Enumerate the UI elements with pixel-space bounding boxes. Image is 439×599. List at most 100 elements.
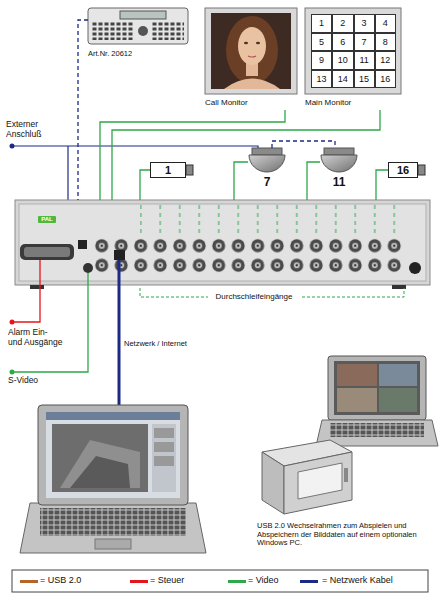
signal-cable bbox=[307, 162, 320, 200]
drive-slot bbox=[298, 463, 342, 499]
node-text: Art.Nr. 20612 bbox=[88, 50, 188, 59]
node-text: 12 bbox=[376, 55, 395, 65]
control-port bbox=[78, 240, 87, 249]
node-text: USB 2.0 Wechselrahmen zum Abspielen und … bbox=[257, 522, 433, 548]
drive-handle bbox=[344, 468, 348, 482]
camera-box: 1 bbox=[150, 162, 186, 178]
legend-text: = USB 2.0 bbox=[40, 575, 81, 585]
portrait-hair bbox=[226, 16, 278, 84]
node-text: 13 bbox=[312, 74, 331, 84]
dome-shell bbox=[249, 155, 285, 172]
keyboard-body bbox=[88, 8, 188, 44]
node-text: 16 bbox=[389, 164, 417, 177]
legend-text: = Steuer bbox=[150, 575, 184, 585]
network-cable bbox=[118, 260, 121, 405]
loop-through-marks bbox=[140, 205, 404, 235]
laptop-screen bbox=[334, 361, 420, 415]
grid-cell: 16 bbox=[375, 70, 396, 89]
legend-swatch bbox=[228, 580, 246, 583]
portrait-shoulders bbox=[224, 79, 280, 90]
node-text: 1 bbox=[151, 164, 185, 177]
monitor-screen bbox=[311, 14, 396, 88]
portrait-eye bbox=[244, 42, 248, 44]
node-text: 10 bbox=[333, 55, 352, 65]
joystick bbox=[138, 26, 148, 36]
dome-mount bbox=[252, 148, 282, 155]
node-text: 2 bbox=[333, 18, 352, 28]
s-video-wire bbox=[12, 273, 88, 372]
grid-cell: 8 bbox=[375, 33, 396, 52]
node-text: 11 bbox=[355, 55, 374, 65]
dome-mount bbox=[324, 148, 354, 155]
control-button bbox=[154, 456, 174, 466]
portrait-mouth bbox=[248, 56, 256, 57]
video-tile bbox=[337, 388, 377, 412]
video-view bbox=[52, 424, 148, 492]
node-text: 5 bbox=[312, 37, 331, 47]
keyboard-keys bbox=[92, 22, 134, 40]
node-text: 7 bbox=[248, 176, 286, 190]
alarm-connector bbox=[20, 244, 74, 260]
grid-cell: 6 bbox=[332, 33, 353, 52]
wire-end bbox=[10, 320, 15, 325]
signal-cable bbox=[376, 170, 388, 200]
window-bar bbox=[46, 412, 180, 420]
dvr-foot bbox=[30, 285, 44, 289]
legend-swatch bbox=[130, 580, 148, 583]
camera-box: 16 bbox=[388, 162, 418, 178]
node-text: 7 bbox=[355, 37, 374, 47]
callout-label: Netzwerk / Internet bbox=[124, 340, 214, 349]
video-tile bbox=[337, 364, 377, 386]
dvr-housing bbox=[15, 200, 430, 285]
laptop-screen bbox=[46, 412, 180, 498]
grid-cell: 10 bbox=[332, 51, 353, 70]
signal-cable bbox=[78, 20, 88, 200]
node-text: PAL bbox=[38, 216, 56, 223]
wire-end bbox=[10, 370, 15, 375]
external-wire bbox=[12, 146, 258, 148]
laptop-keyboard bbox=[40, 508, 186, 536]
node-text: 1 bbox=[312, 18, 331, 28]
grid-cell: 13 bbox=[311, 70, 332, 89]
signal-cable bbox=[272, 141, 335, 148]
signal-cable bbox=[234, 162, 248, 200]
portrait-face bbox=[238, 27, 266, 65]
node-text: Call Monitor bbox=[205, 98, 297, 107]
legend-swatch bbox=[300, 580, 318, 583]
legend-text: = Netzwerk Kabel bbox=[322, 575, 393, 585]
main-monitor: Main Monitor12345678910111213141516 bbox=[305, 8, 401, 110]
rj45-port bbox=[114, 250, 125, 260]
callout-label: S-Video bbox=[8, 376, 52, 386]
grid-cell: 1 bbox=[311, 14, 332, 33]
legend-swatch bbox=[20, 580, 38, 583]
node-text: 9 bbox=[312, 55, 331, 65]
video-scene bbox=[60, 440, 140, 488]
call-monitor: Call Monitor bbox=[205, 8, 297, 110]
signal-cable bbox=[112, 110, 380, 200]
alarm-pins bbox=[24, 247, 70, 257]
node-text: 16 bbox=[376, 74, 395, 84]
dome-shell bbox=[321, 155, 357, 172]
callout-label: Alarm Ein- und Ausgänge bbox=[8, 328, 64, 348]
grid-cell: 7 bbox=[354, 33, 375, 52]
camera-lens bbox=[186, 165, 193, 175]
grid-cell: 5 bbox=[311, 33, 332, 52]
signal-cable bbox=[140, 170, 150, 200]
node-text: 15 bbox=[355, 74, 374, 84]
node-text: 4 bbox=[376, 18, 395, 28]
bnc-connectors bbox=[92, 236, 404, 275]
control-panel bbox=[152, 424, 176, 492]
grid-cell: 11 bbox=[354, 51, 375, 70]
legend-frame bbox=[12, 570, 428, 592]
laptop-keyboard bbox=[330, 423, 424, 437]
external-wire bbox=[67, 146, 68, 200]
laptop-touchpad bbox=[95, 539, 131, 549]
dome-camera: 7 bbox=[248, 148, 286, 190]
node-text: 6 bbox=[333, 37, 352, 47]
s-video-port bbox=[83, 263, 93, 273]
drive-front bbox=[284, 452, 352, 514]
grid-cell: 15 bbox=[354, 70, 375, 89]
signal-cable bbox=[100, 110, 285, 200]
laptop-base bbox=[20, 503, 206, 553]
portrait-eye bbox=[256, 42, 260, 44]
